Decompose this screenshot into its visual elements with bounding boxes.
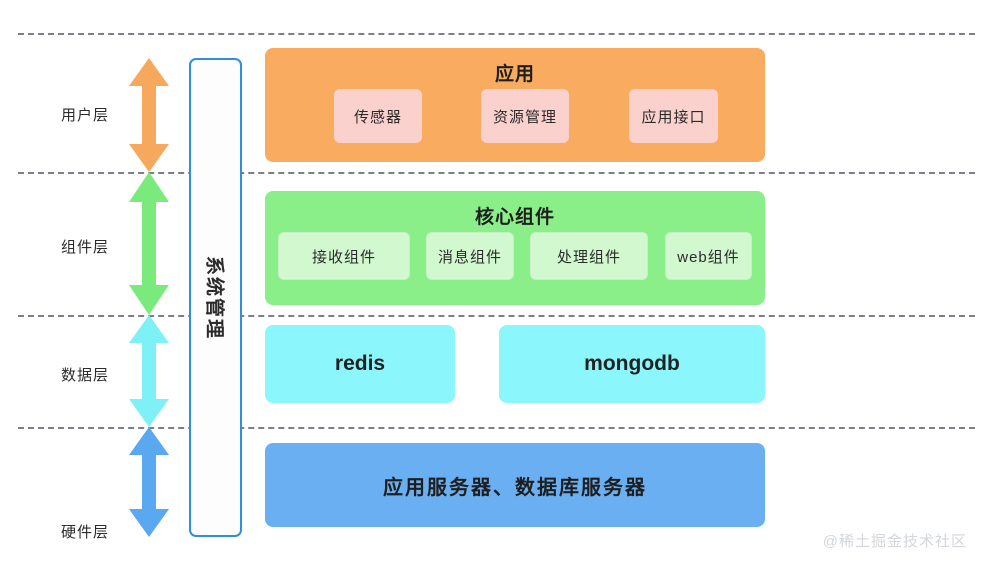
hardware-block: 应用服务器、数据库服务器 [265, 443, 765, 527]
divider-top [18, 33, 975, 35]
application-block-title: 应用 [494, 64, 535, 85]
chip-message-component: 消息组件 [426, 232, 514, 280]
chip-web-component-label: web组件 [677, 248, 740, 266]
layer-label-hardware: 硬件层 [60, 524, 109, 541]
arrow-component-layer [129, 172, 169, 315]
datastore-mongodb: mongodb [499, 325, 765, 403]
chip-application-interface-label: 应用接口 [641, 108, 706, 126]
system-management-box: 系统管理 [189, 58, 242, 537]
chip-processing-component: 处理组件 [530, 232, 648, 280]
chip-sensor-label: 传感器 [353, 108, 402, 126]
layer-label-data: 数据层 [60, 367, 109, 384]
chip-processing-component-label: 处理组件 [556, 248, 621, 266]
chip-sensor: 传感器 [334, 89, 422, 143]
divider-component-data [18, 315, 975, 317]
chip-web-component: web组件 [665, 232, 752, 280]
datastore-redis-label: redis [334, 352, 386, 375]
chip-application-interface: 应用接口 [629, 89, 718, 143]
core-components-block-title: 核心组件 [474, 207, 555, 228]
chip-resource-management: 资源管理 [481, 89, 569, 143]
chip-receive-component-label: 接收组件 [311, 248, 376, 266]
chip-message-component-label: 消息组件 [437, 248, 502, 266]
watermark: @稀土掘金技术社区 [822, 533, 967, 550]
divider-data-hardware [18, 427, 975, 429]
chip-resource-management-label: 资源管理 [492, 108, 557, 126]
system-management-label: 系统管理 [203, 255, 224, 340]
datastore-redis: redis [265, 325, 455, 403]
layer-label-user: 用户层 [60, 107, 109, 124]
chip-receive-component: 接收组件 [278, 232, 410, 280]
datastore-mongodb-label: mongodb [584, 352, 680, 375]
arrow-data-layer [129, 315, 169, 427]
arrow-user-layer [129, 58, 169, 172]
layer-label-component: 组件层 [60, 239, 109, 256]
divider-user-component [18, 172, 975, 174]
hardware-block-label: 应用服务器、数据库服务器 [383, 476, 647, 499]
arrow-hardware-layer [129, 427, 169, 537]
